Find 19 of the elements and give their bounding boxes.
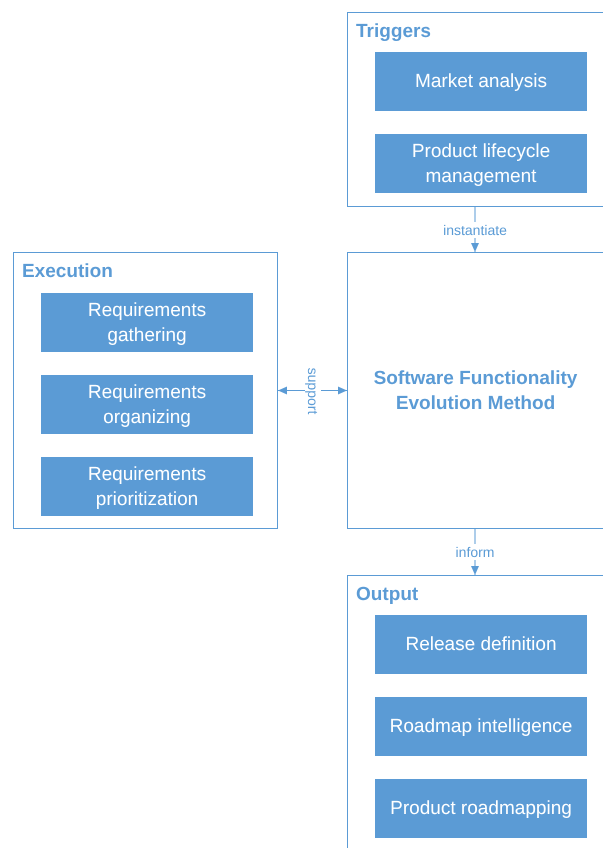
group-frame <box>13 252 278 529</box>
process-box: Roadmap intelligence <box>375 697 587 756</box>
process-box: Requirements organizing <box>41 375 253 434</box>
process-box: Market analysis <box>375 52 587 111</box>
method-box <box>347 252 603 529</box>
process-box: Requirements gathering <box>41 293 253 352</box>
edge-label: instantiate <box>441 222 509 238</box>
group-heading: Execution <box>22 261 113 283</box>
process-box: Product lifecycle management <box>375 134 587 193</box>
process-box: Requirements prioritization <box>41 457 253 516</box>
method-title: Software Functionality Evolution Method <box>372 366 578 416</box>
group-heading: Triggers <box>356 21 431 43</box>
process-box: Product roadmapping <box>375 779 587 838</box>
group-frame <box>347 12 603 207</box>
group-heading: Output <box>356 584 418 606</box>
process-box: Release definition <box>375 615 587 674</box>
edge-label: inform <box>454 544 496 560</box>
group-frame <box>347 575 603 848</box>
edge-label: support <box>304 365 320 416</box>
